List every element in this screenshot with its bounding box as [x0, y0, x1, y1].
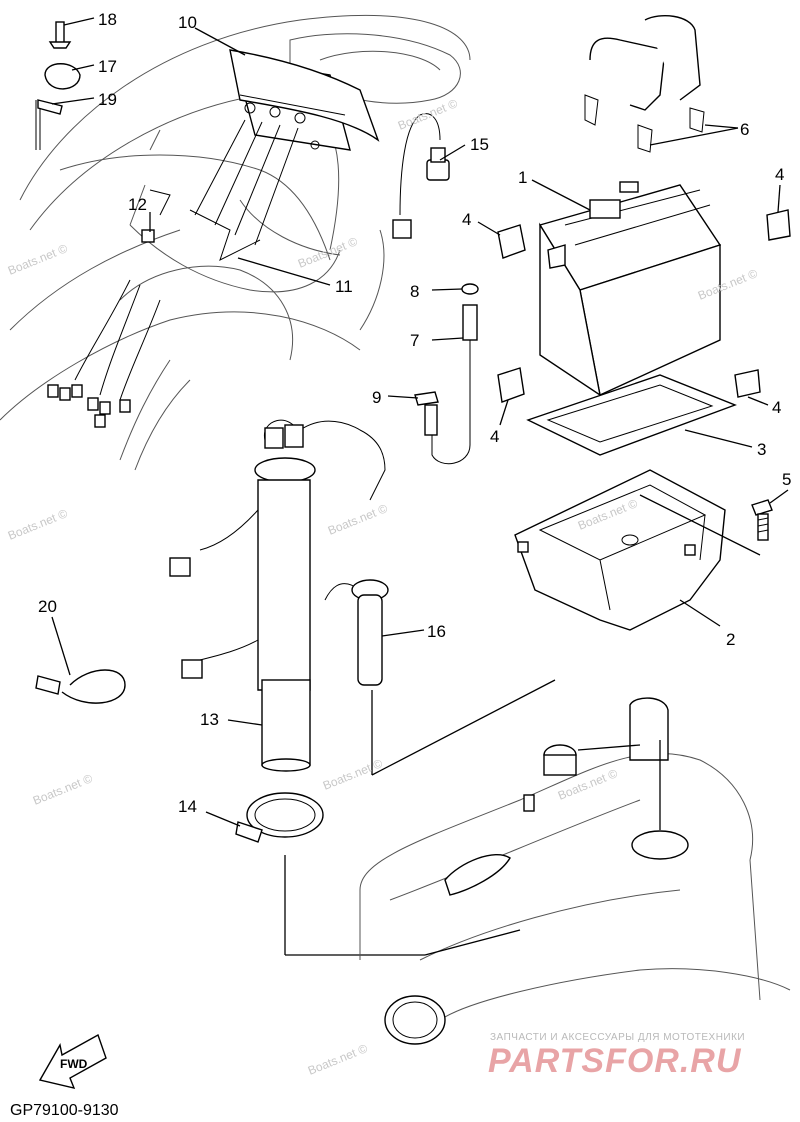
callout-1: 1: [518, 168, 527, 187]
meter-assembly: [141, 49, 380, 261]
callout-labels: 18 17 19 10 12 11 15 1 4 4 6 8 7 9 4 4 3…: [38, 10, 791, 816]
callout-4-d: 4: [772, 398, 781, 417]
sensor-part-15: [392, 113, 450, 239]
watermark: Boats.net ©: [321, 756, 385, 793]
watermark: Boats.net ©: [326, 501, 390, 538]
hose-clamp: [235, 792, 425, 956]
callout-2: 2: [726, 630, 735, 649]
brand-logo: PARTSFOR.RU: [488, 1042, 742, 1080]
callout-8: 8: [410, 282, 419, 301]
callout-5: 5: [782, 470, 791, 489]
hull-background: [0, 15, 471, 471]
fuel-tank: [359, 697, 791, 1045]
callout-13: 13: [200, 710, 219, 729]
fwd-arrow: FWD: [38, 1033, 107, 1089]
watermark: Boats.net ©: [6, 241, 70, 278]
fwd-label: FWD: [60, 1057, 88, 1071]
level-sensor: [324, 579, 556, 776]
watermark: Boats.net ©: [306, 1041, 370, 1078]
bolt: [639, 494, 773, 556]
callout-9: 9: [372, 388, 381, 407]
clamp-assembly: [35, 21, 81, 150]
callout-17: 17: [98, 57, 117, 76]
part-12-clip: [141, 229, 155, 243]
callout-20: 20: [38, 597, 57, 616]
callout-14: 14: [178, 797, 197, 816]
battery-mat: [526, 374, 737, 456]
callout-11: 11: [335, 277, 353, 296]
watermark: Boats.net ©: [396, 96, 460, 133]
terminal-pads: [497, 209, 791, 403]
callout-16: 16: [427, 622, 446, 641]
fuel-sender: [169, 419, 386, 772]
callout-4-b: 4: [775, 165, 784, 184]
brand-subtitle: ЗАПЧАСТИ И АКСЕССУАРЫ ДЛЯ МОТОТЕХНИКИ: [490, 1032, 745, 1043]
wire-harness: [47, 279, 161, 428]
callout-7: 7: [410, 331, 419, 350]
battery-box: [514, 469, 726, 631]
callout-3: 3: [757, 440, 766, 459]
callout-12: 12: [128, 195, 147, 214]
callout-19: 19: [98, 90, 117, 109]
callout-6: 6: [740, 120, 749, 139]
callout-4-c: 4: [490, 427, 499, 446]
callout-18: 18: [98, 10, 117, 29]
watermark: Boats.net ©: [6, 506, 70, 543]
watermark: Boats.net ©: [296, 234, 360, 271]
callout-4-a: 4: [462, 210, 471, 229]
callout-10: 10: [178, 13, 197, 32]
battery-straps: [584, 14, 739, 153]
cable-tie: [35, 669, 126, 704]
leader-lines: [51, 17, 789, 827]
diagram-code: GP79100-9130: [10, 1102, 119, 1119]
vent-hose: [414, 283, 479, 465]
battery: [538, 181, 722, 397]
callout-15: 15: [470, 135, 489, 154]
watermark: Boats.net ©: [31, 771, 95, 808]
